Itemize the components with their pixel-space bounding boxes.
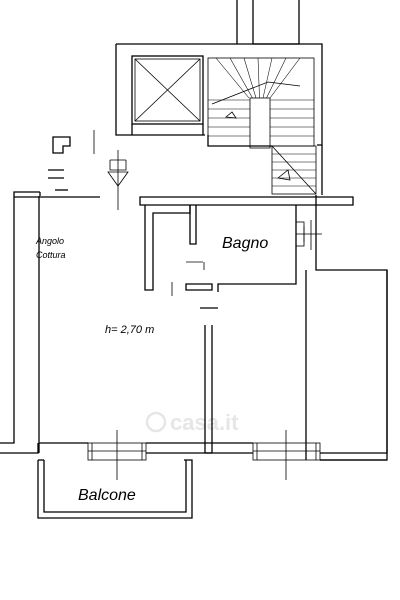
window-balcony [87,430,147,480]
outer-walls [0,191,388,461]
interior-partition [204,325,213,454]
stairwell-walls [115,43,323,195]
stair-tread [257,57,260,99]
bathroom-window [295,220,322,250]
bathroom-walls [144,205,297,309]
lower-stair-flight [271,145,317,195]
stair-tread [269,57,301,99]
label-kitchen-corner-1: Angolo [35,236,64,246]
stair-tread [215,57,250,99]
stair-tread [243,57,257,99]
top-shaft [236,0,300,45]
label-kitchen-corner-2: Cottura [36,250,66,260]
balcony-outline [37,459,193,519]
label-ceiling-height: h= 2,70 m [105,324,154,336]
stair-tread [266,57,287,99]
entrance-symbols [48,130,129,210]
label-bathroom: Bagno [222,235,268,252]
label-balcony: Balcone [78,487,136,504]
staircase [207,57,315,149]
watermark: casa.it [145,410,239,435]
stair-tread [229,57,253,99]
window-room [252,430,321,480]
elevator-shaft [131,55,204,135]
stair-tread [262,57,273,99]
